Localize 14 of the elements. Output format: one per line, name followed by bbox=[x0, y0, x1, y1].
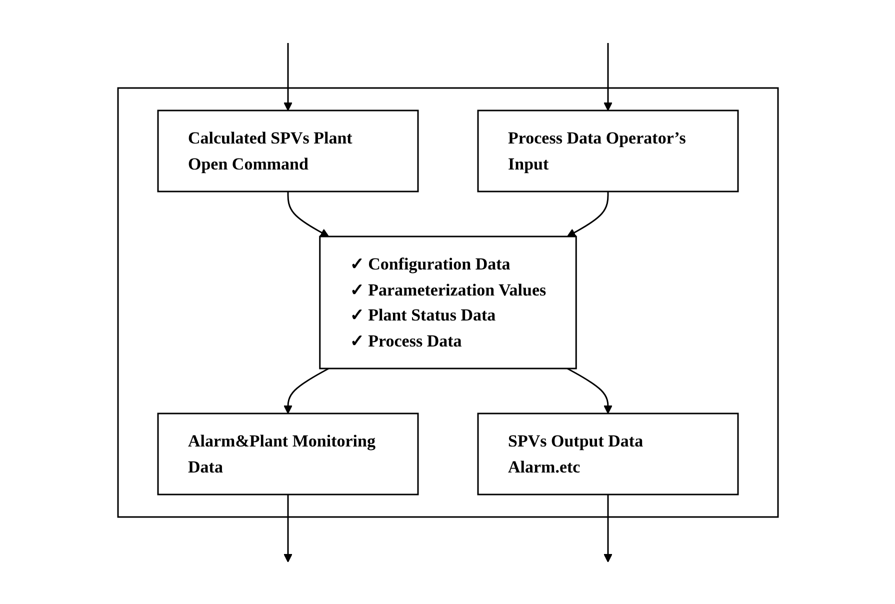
cluster bbox=[116, 86, 778, 518]
arrow bbox=[566, 191, 608, 236]
arrow bbox=[566, 367, 612, 414]
arrow bbox=[283, 367, 329, 414]
node-box: ✓ Configuration Data ✓ Parameterization Values ✓ Plant Status Data ✓ Process Data bbox=[318, 235, 576, 369]
arrow bbox=[286, 191, 329, 236]
arrow bbox=[603, 494, 612, 562]
arrow bbox=[603, 42, 612, 110]
arrow bbox=[283, 42, 292, 110]
node-box: Process Data Operator’s Input bbox=[476, 109, 738, 192]
node-box: SPVs Output Data Alarm.etc bbox=[476, 412, 738, 495]
node-box: Calculated SPVs Plant Open Command bbox=[156, 109, 418, 192]
node-box: Alarm&Plant Monitoring Data bbox=[156, 412, 418, 495]
arrow bbox=[283, 494, 292, 562]
